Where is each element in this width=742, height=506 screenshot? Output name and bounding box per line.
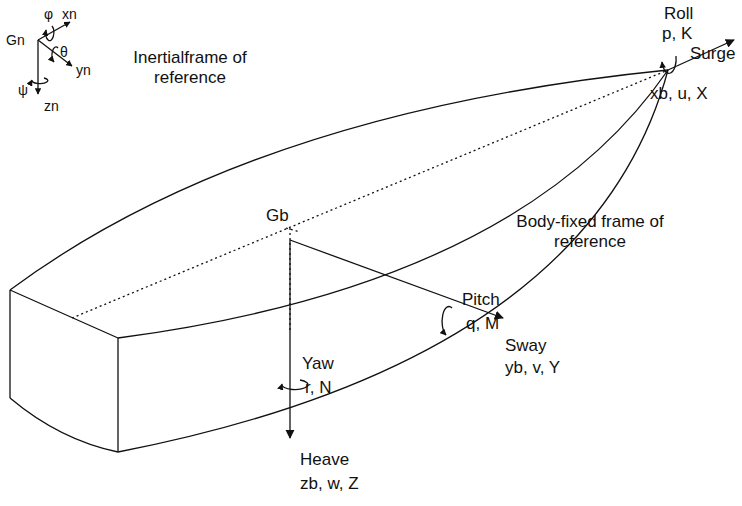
inertial-z-axis [37, 40, 38, 94]
motion-symbols: xb, u, X [650, 84, 708, 104]
motion-name: Roll [664, 4, 693, 24]
roll-arrow [662, 56, 676, 73]
sway-axis [290, 240, 503, 318]
motion-symbols: yb, v, Y [505, 358, 560, 378]
deck-edge-near [118, 70, 668, 338]
angle-label: ψ [18, 82, 28, 99]
theta-arrow [52, 47, 58, 62]
motion-symbols: zb, w, Z [300, 474, 359, 494]
motion-name: Heave [300, 450, 349, 470]
axis-label: xn [62, 6, 77, 23]
motion-name: Pitch [462, 290, 500, 310]
motion-name: Sway [505, 336, 547, 356]
inertial-x-axis [38, 22, 70, 40]
frame-caption: Inertialframe of reference [125, 48, 255, 89]
motion-symbols: p, K [662, 24, 692, 44]
motion-name: Yaw [302, 354, 334, 374]
axis-label: zn [44, 98, 59, 115]
origin-label: Gb [266, 206, 289, 226]
angle-label: φ [44, 6, 53, 23]
pitch-arrow [442, 307, 452, 335]
guide-line [286, 228, 300, 232]
transom-right [117, 338, 118, 452]
inertial-y-axis [38, 40, 72, 66]
motion-name: Surge [690, 44, 735, 64]
deck-edge-far [10, 70, 668, 290]
transom-left [9, 290, 10, 398]
transom-bottom [10, 398, 118, 452]
phi-arrow [46, 26, 54, 41]
motion-symbols: q, M [466, 314, 499, 334]
transom-top [10, 290, 118, 338]
axis-label: yn [76, 62, 91, 79]
motion-symbols: r, N [305, 378, 331, 398]
psi-arrow [32, 78, 48, 84]
angle-label: θ [60, 44, 68, 61]
yaw-arrow [282, 380, 308, 390]
frame-caption: Body-fixed frame of reference [500, 212, 680, 253]
keel-line [118, 70, 668, 452]
heave-axis [289, 240, 290, 438]
origin-label: Gn [6, 32, 25, 49]
centerline [72, 70, 668, 318]
